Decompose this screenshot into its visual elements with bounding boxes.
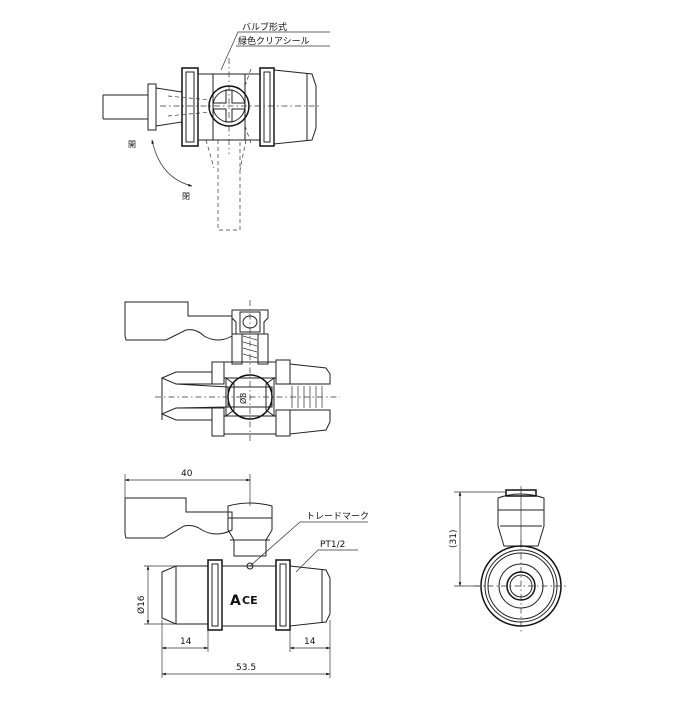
dim-height: (31): [449, 530, 459, 548]
front-view: A CE 40 トレードマーク PT1/2 Ø16 14 14 53.5: [124, 469, 369, 678]
callout-trademark: トレードマーク: [306, 511, 369, 522]
side-view: (31): [449, 486, 568, 632]
bore-diameter-label: Ø8: [238, 393, 248, 404]
label-closed: 閉: [182, 192, 190, 201]
callout-valve-type: バルブ形式: [242, 21, 287, 33]
top-view: バルブ形式 緑色クリアシール 開 閉: [102, 21, 330, 231]
callout-green-seal: 緑色クリアシール: [238, 35, 310, 47]
dim-handle-length: 40: [181, 469, 193, 479]
dim-left: 14: [180, 637, 192, 647]
dim-total-length: 53.5: [236, 663, 256, 673]
logo-mark: A: [230, 593, 241, 609]
dim-right: 14: [304, 637, 316, 647]
callout-thread: PT1/2: [320, 540, 345, 550]
section-view: Ø8: [124, 300, 340, 444]
logo-ce: CE: [242, 594, 258, 607]
dim-diameter: Ø16: [136, 595, 147, 614]
label-open: 開: [128, 140, 136, 149]
